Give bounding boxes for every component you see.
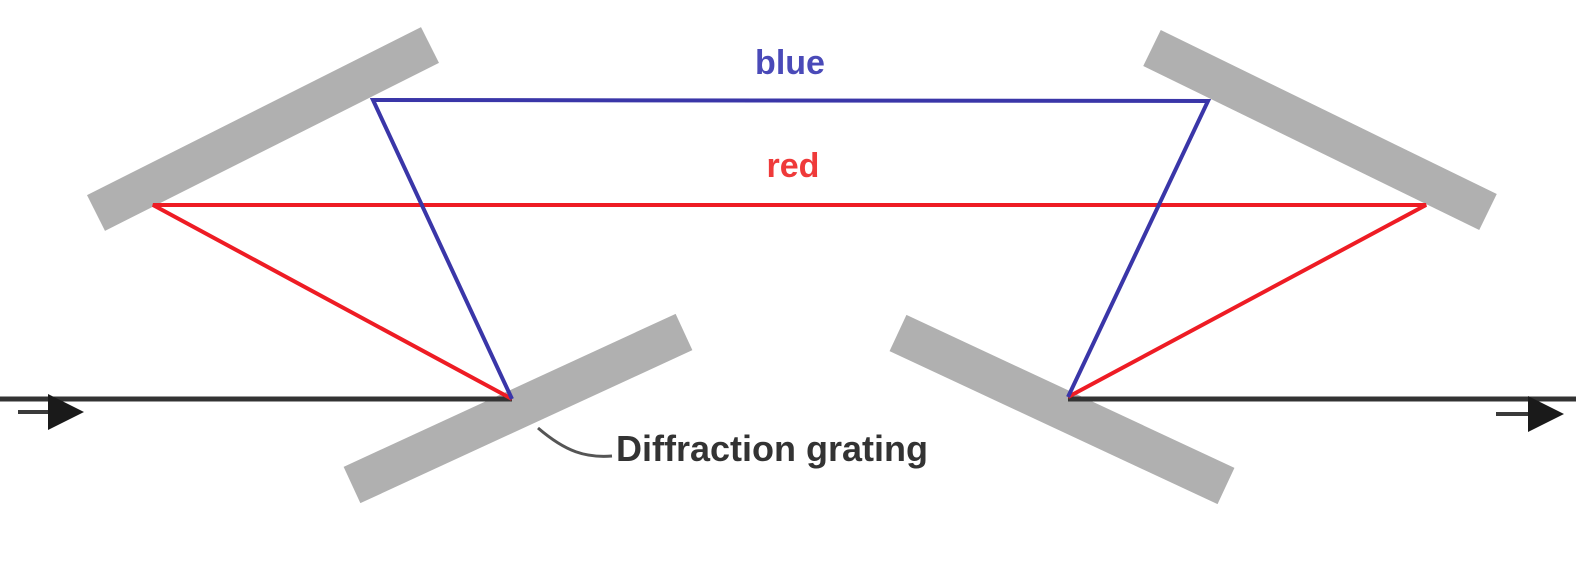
upper-left-mirror xyxy=(87,27,439,231)
red-ray-path xyxy=(152,203,1427,401)
upper-right-mirror xyxy=(1143,30,1497,230)
diffraction-grating-label: Diffraction grating xyxy=(616,428,928,469)
ray-layer xyxy=(152,97,1427,401)
right-diffraction-grating xyxy=(889,314,1235,505)
beam-direction-arrows xyxy=(18,394,1564,432)
blue-ray-path xyxy=(369,97,1212,400)
red-ray-label: red xyxy=(767,147,820,185)
grating-leader-line xyxy=(537,426,613,458)
optics-layer xyxy=(87,27,1497,505)
leader-layer xyxy=(537,426,613,458)
left-diffraction-grating xyxy=(343,313,693,504)
blue-ray-label: blue xyxy=(755,44,825,82)
